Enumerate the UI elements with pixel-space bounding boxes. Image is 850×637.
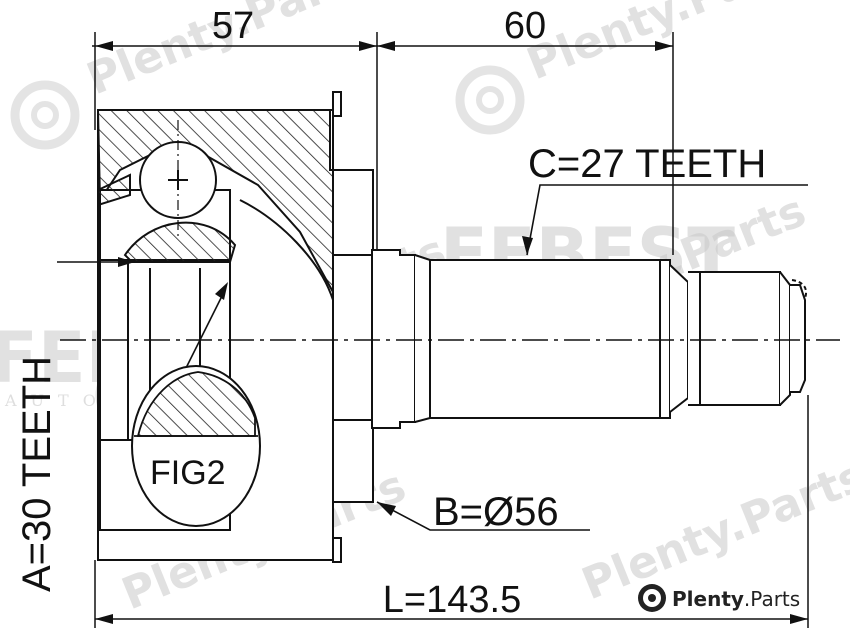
fig2-label: FIG2 bbox=[150, 454, 226, 492]
brand-logo-icon bbox=[638, 584, 666, 612]
watermark-logo-icon bbox=[10, 80, 80, 150]
svg-text:Plenty.Parts: Plenty.Parts bbox=[672, 587, 800, 611]
brand-name: Plenty bbox=[672, 587, 744, 611]
total-length-label: L=143.5 bbox=[383, 579, 521, 621]
inner-teeth-label: A=30 TEETH bbox=[15, 356, 59, 592]
leader-lines bbox=[57, 184, 808, 531]
output-shaft bbox=[371, 249, 808, 429]
brand-badge: Plenty.Parts bbox=[638, 584, 800, 612]
fig2-detail bbox=[131, 365, 261, 527]
dimension-60-label: 60 bbox=[504, 5, 546, 47]
dimension-lines bbox=[92, 32, 809, 628]
diameter-label: B=Ø56 bbox=[433, 490, 559, 534]
dimension-57-label: 57 bbox=[212, 5, 254, 47]
outer-teeth-label: C=27 TEETH bbox=[528, 142, 766, 186]
watermark-logo-icon bbox=[455, 65, 525, 135]
brand-suffix: .Parts bbox=[744, 587, 800, 611]
